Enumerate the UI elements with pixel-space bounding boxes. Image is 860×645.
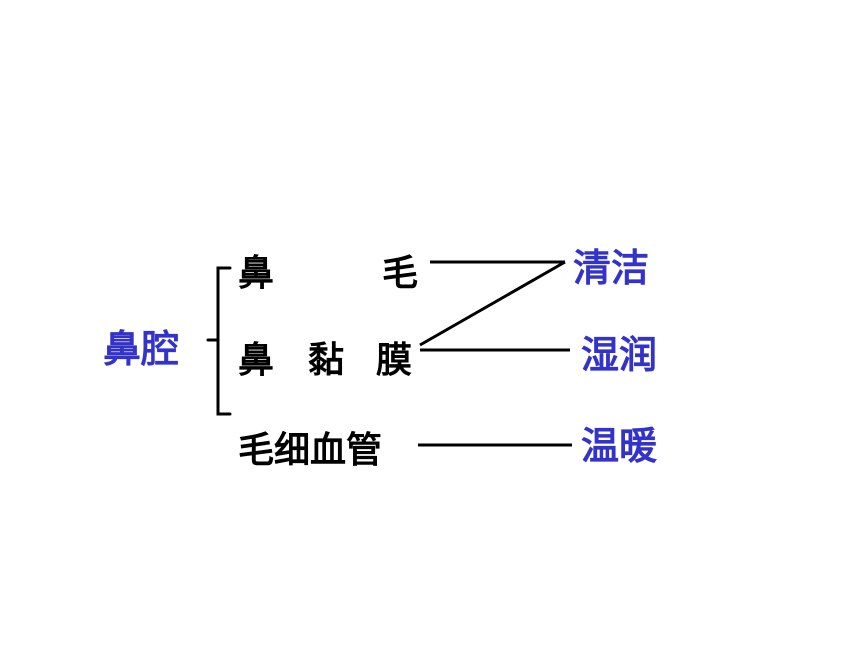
structure-binianmo-char-3: 膜: [376, 340, 413, 381]
structure-binianmo-char-2: 黏: [308, 340, 345, 381]
structure-binianmo-char-1: 鼻: [238, 340, 275, 381]
structure-bimao-char-2: 毛: [382, 253, 419, 294]
structure-bimao-char-1: 鼻: [238, 253, 275, 294]
structure-maoxixueguan: 毛细血管: [238, 430, 383, 471]
function-wennuan: 温暖: [581, 424, 658, 468]
root-label: 鼻腔: [103, 327, 180, 371]
function-shirun: 湿润: [581, 333, 658, 377]
function-qingjie: 清洁: [573, 246, 650, 290]
connector-binianmo-qingjie: [419, 260, 566, 347]
structure-bracket: [206, 266, 232, 416]
